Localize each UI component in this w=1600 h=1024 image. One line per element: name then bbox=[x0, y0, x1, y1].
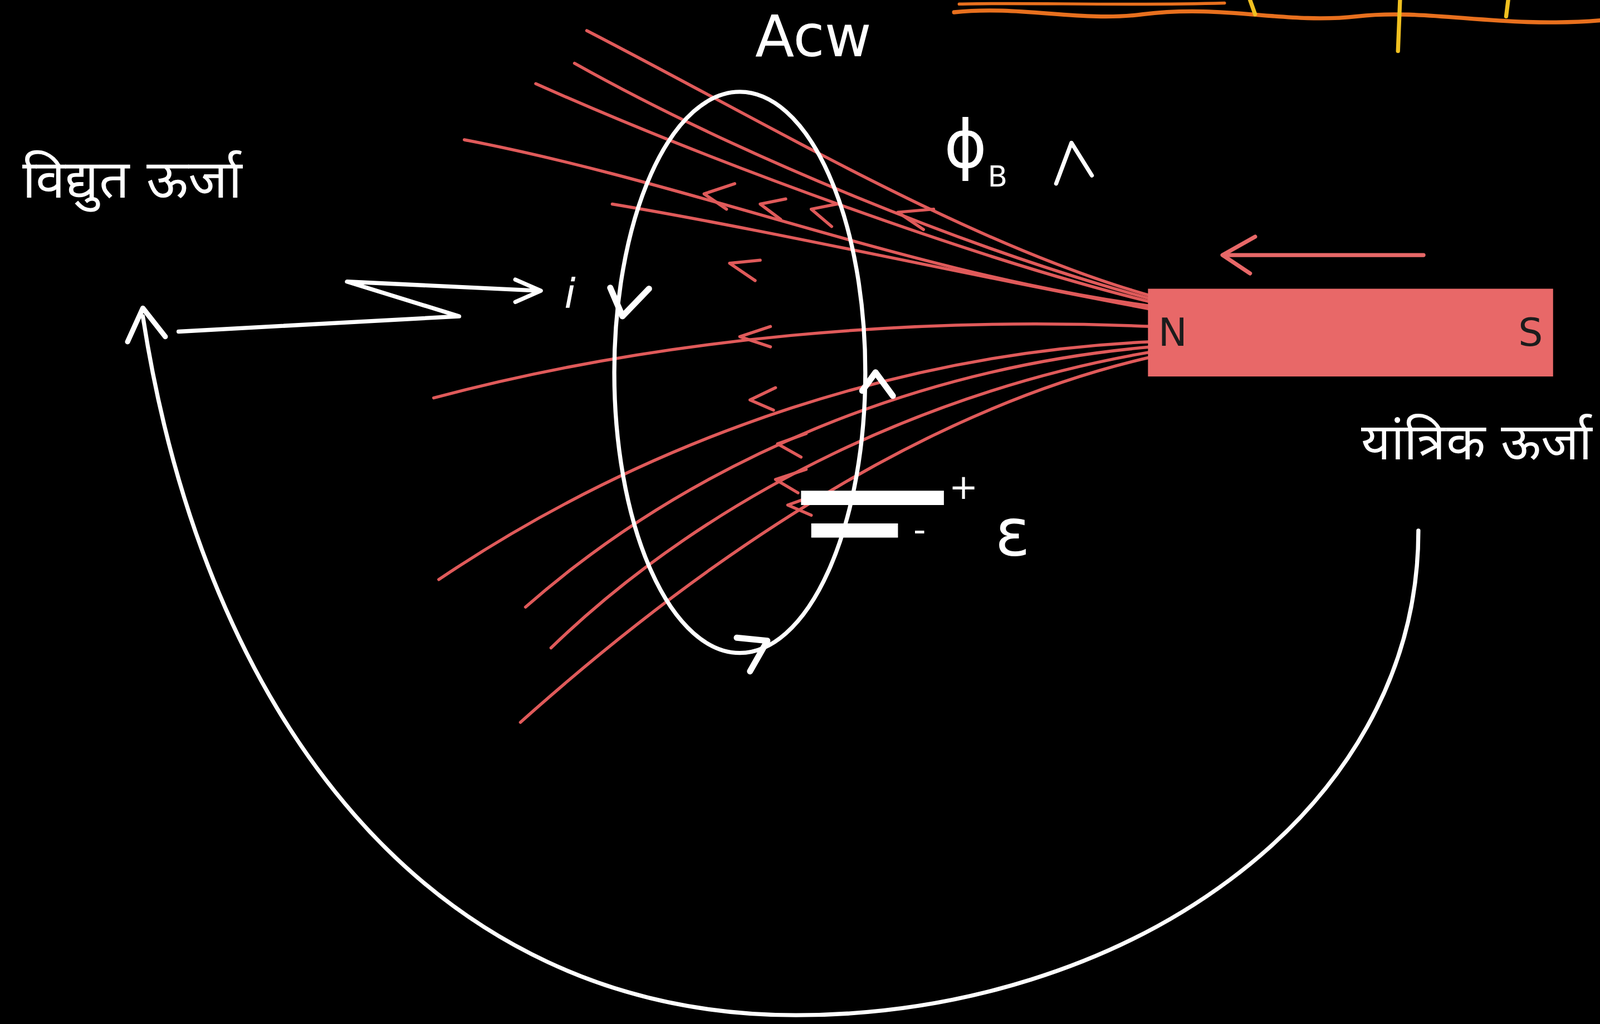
scribble bbox=[953, 10, 1600, 23]
energy-label: विद्युत ऊर्जा bbox=[22, 153, 242, 207]
direction-label: Acw bbox=[755, 8, 872, 66]
current-label: i bbox=[564, 273, 576, 315]
motion-arrow bbox=[1222, 236, 1424, 274]
flux-symbol: ϕ bbox=[943, 112, 987, 178]
energy-zigzag bbox=[178, 279, 541, 332]
polarity-plus: + bbox=[948, 469, 978, 505]
emf-symbol-label: ε bbox=[994, 500, 1030, 566]
pole-label: S bbox=[1518, 310, 1543, 356]
conversion-arrow bbox=[143, 316, 1419, 1016]
flux-subscript: B bbox=[987, 163, 1008, 192]
polarity-minus: - bbox=[913, 512, 927, 547]
conducting-loop bbox=[614, 91, 866, 654]
field-lines bbox=[433, 30, 1152, 723]
bar-magnet: NS bbox=[1147, 289, 1553, 378]
pole-label: N bbox=[1158, 310, 1188, 356]
increase-arrow bbox=[1055, 143, 1092, 184]
energy-label: यांत्रिक ऊर्जा bbox=[1361, 416, 1592, 468]
